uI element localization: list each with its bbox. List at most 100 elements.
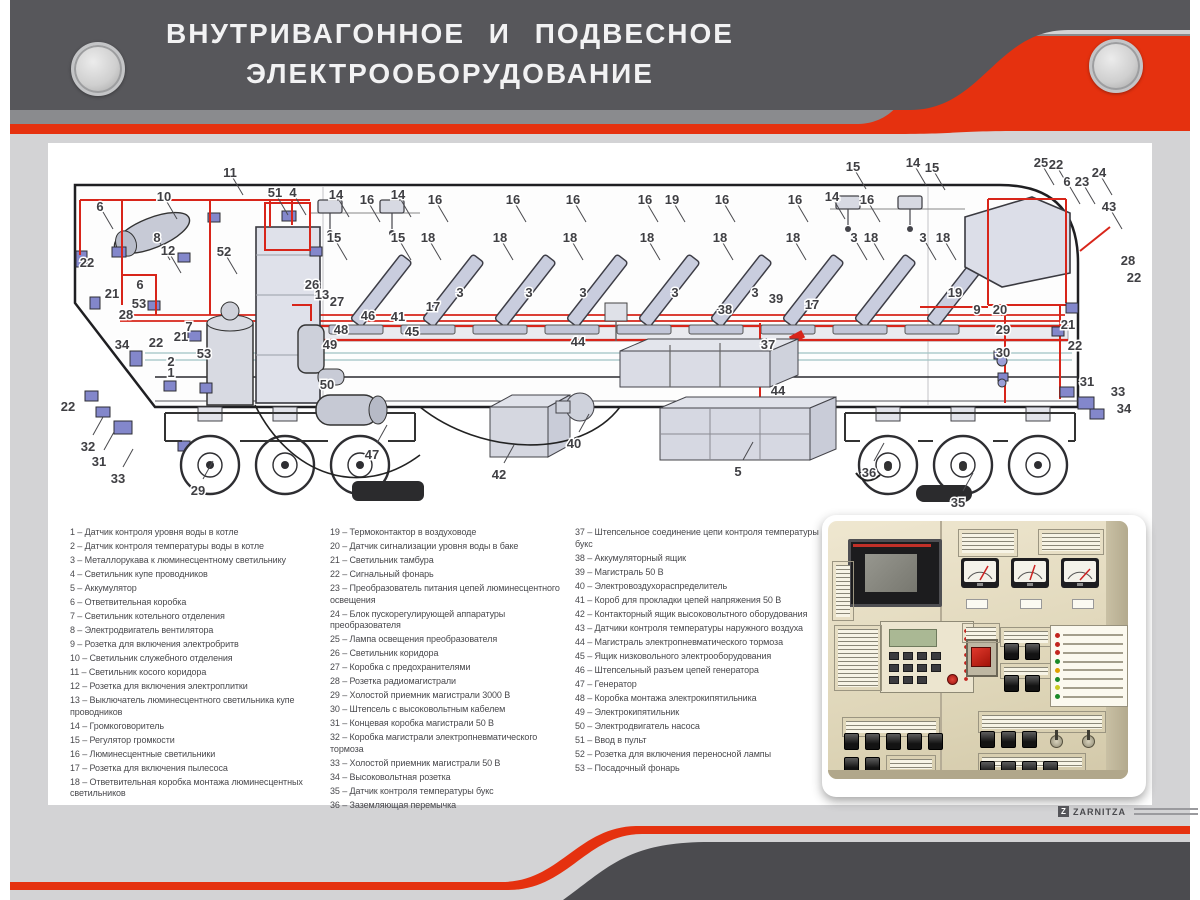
legend-item: 43 – Датчики контроля температуры наружн…: [575, 622, 803, 633]
brand-contact-lines: [1134, 808, 1198, 815]
callout-14: 14: [391, 187, 406, 202]
photo-emergency-button: [971, 647, 991, 667]
callout-29: 29: [191, 483, 205, 498]
photo-switch-pair: [1004, 643, 1040, 660]
callout-18: 18: [493, 230, 507, 245]
callout-3: 3: [456, 285, 463, 300]
callout-16: 16: [506, 192, 520, 207]
header-decoration: [10, 0, 1190, 134]
callout-34: 34: [1117, 401, 1132, 416]
legend-item: 16 – Люминесцентные светильники: [70, 748, 216, 759]
legend-item: 52 – Розетка для включения переносной ла…: [575, 748, 771, 759]
callout-29: 29: [996, 322, 1010, 337]
callout-37: 37: [761, 337, 775, 352]
photo-label-strip: [978, 711, 1106, 733]
photo-label-plate: [958, 529, 1018, 557]
photo-gauge-1: [960, 557, 1000, 589]
photo-controller: [880, 621, 974, 693]
callout-38: 38: [718, 302, 732, 317]
legend-item: 3 – Металлорукава к люминесцентному свет…: [70, 555, 286, 565]
callout-14: 14: [906, 155, 921, 170]
callout-49: 49: [323, 337, 337, 352]
callout-6: 6: [136, 277, 143, 292]
legend-item: 12 – Розетка для включения электроплитки: [70, 681, 248, 691]
callout-40: 40: [567, 436, 581, 451]
photo-emergency-stop: [966, 639, 998, 677]
legend-item: 25 – Лампа освещения преобразователя: [330, 634, 498, 644]
callout-18: 18: [640, 230, 654, 245]
legend-item: 51 – Ввод в пульт: [575, 734, 647, 745]
photo-floor: [828, 770, 1128, 779]
legend-item: 5 – Аккумулятор: [70, 583, 137, 593]
callout-22: 22: [61, 399, 75, 414]
photo-label-plate: [1000, 627, 1052, 647]
brand-logo: Z ZARNITZA: [1058, 806, 1198, 817]
callout-36: 36: [862, 465, 876, 480]
legend-item: 41 – Короб для прокладки цепей напряжени…: [575, 594, 782, 605]
photo-label-plate: [1038, 529, 1104, 555]
callout-17: 17: [805, 297, 819, 312]
photo-button-row: [889, 652, 941, 660]
callout-18: 18: [786, 230, 800, 245]
callout-45: 45: [405, 324, 419, 339]
callout-22: 22: [1068, 338, 1082, 353]
title-line-2: ЭЛЕКТРООБОРУДОВАНИЕ: [246, 58, 654, 89]
brand-name: ZARNITZA: [1073, 806, 1126, 817]
legend-item: 8 – Электродвигатель вентилятора: [70, 625, 214, 635]
callout-25: 25: [1034, 155, 1048, 170]
callout-8: 8: [153, 230, 160, 245]
legend-item: 37 – Штепсельное соединение цепи контрол…: [575, 527, 819, 549]
photo-gauge-label: [966, 599, 988, 609]
right-equipment-cluster: [920, 196, 1111, 420]
callout-1: 1: [167, 365, 174, 380]
brand-icon: Z: [1058, 806, 1069, 817]
callout-52: 52: [217, 244, 231, 259]
callout-34: 34: [115, 337, 130, 352]
callout-26: 26: [305, 277, 319, 292]
photo-gauge-2: [1010, 557, 1050, 589]
callout-3: 3: [671, 285, 678, 300]
legend-item: 50 – Электродвигатель насоса: [575, 720, 700, 731]
callout-15: 15: [925, 160, 939, 175]
callout-33: 33: [111, 471, 125, 486]
callout-3: 3: [525, 285, 532, 300]
legend-item: 18 – Ответвительная коробка монтажа люми…: [70, 776, 303, 799]
photo-switch-pair: [1004, 675, 1040, 692]
callout-11: 11: [223, 165, 237, 180]
legend-item: 32 – Коробка магистрали электропневматич…: [330, 732, 538, 754]
photo-label-plate: [834, 625, 882, 691]
legend-item: 11 – Светильник косого коридора: [70, 667, 207, 677]
callout-28: 28: [1121, 253, 1135, 268]
legend-item: 19 – Термоконтактор в воздуховоде: [330, 527, 477, 537]
photo-button-row: [889, 664, 941, 672]
callout-53: 53: [132, 296, 146, 311]
photo-label-plate: [962, 623, 1000, 643]
photo-switch-row: [980, 731, 1037, 748]
photo-toggle-switch: [1050, 730, 1063, 748]
callout-19: 19: [948, 285, 962, 300]
callout-27: 27: [330, 294, 344, 309]
callout-2: 2: [167, 354, 174, 369]
bogies: [164, 394, 1076, 502]
callout-51: 51: [268, 185, 282, 200]
corner-bolt-right: [1089, 39, 1143, 93]
callout-16: 16: [566, 192, 580, 207]
legend-item: 13 – Выключатель люминесцентного светиль…: [70, 695, 295, 717]
callout-15: 15: [391, 230, 405, 245]
callout-18: 18: [864, 230, 878, 245]
callout-3: 3: [919, 230, 926, 245]
legend-item: 46 – Штепсельный разъем цепей генератора: [575, 664, 759, 675]
callout-24: 24: [1092, 165, 1107, 180]
legend-item: 26 – Светильник коридора: [330, 648, 439, 658]
legend-item: 40 – Электровоздухораспределитель: [575, 580, 728, 591]
legend-item: 10 – Светильник служебного отделения: [70, 653, 233, 663]
callout-44: 44: [771, 383, 786, 398]
callout-16: 16: [638, 192, 652, 207]
legend-item: 33 – Холостой приемник магистрали 50 В: [330, 757, 501, 768]
callout-21: 21: [1061, 317, 1075, 332]
legend-item: 6 – Ответвительная коробка: [70, 597, 187, 607]
callout-21: 21: [174, 329, 188, 344]
callout-18: 18: [936, 230, 950, 245]
legend-item: 9 – Розетка для включения электробритв: [70, 639, 239, 649]
photo-label-plate: [832, 561, 854, 621]
